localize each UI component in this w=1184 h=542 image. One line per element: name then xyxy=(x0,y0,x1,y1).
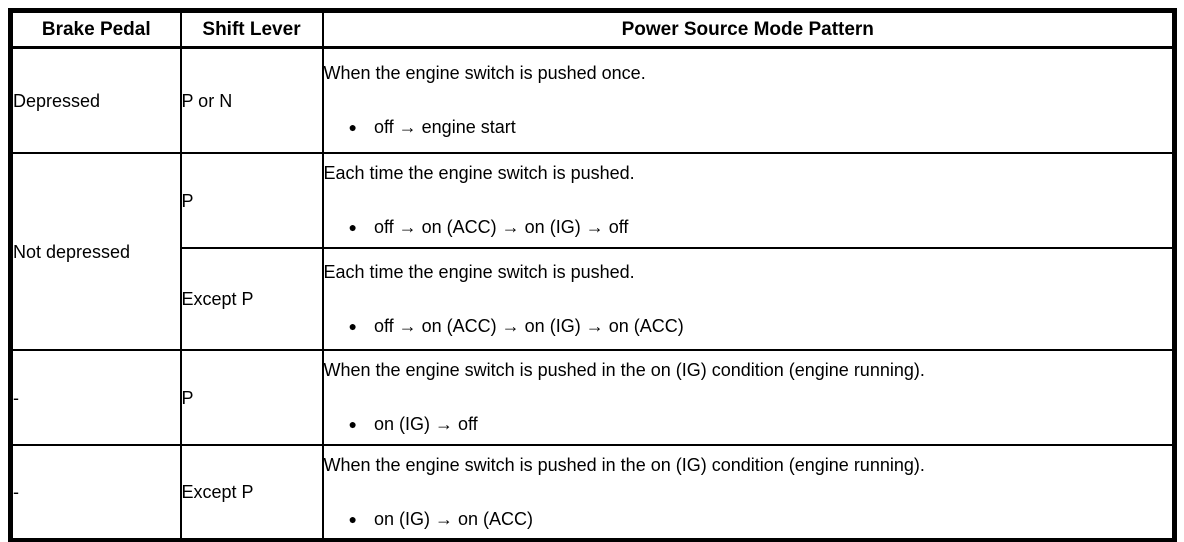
shift-lever-cell: P or N xyxy=(179,46,324,154)
pattern-sequence-line: ● on (IG) → on (ACC) xyxy=(325,508,1173,531)
table-row: - P When the engine switch is pushed in … xyxy=(9,349,1176,446)
bullet-icon: ● xyxy=(348,119,357,135)
pattern-description: When the engine switch is pushed in the … xyxy=(323,454,925,475)
pattern-cell: When the engine switch is pushed in the … xyxy=(321,349,1176,446)
pattern-description: When the engine switch is pushed in the … xyxy=(323,360,925,380)
pattern-sequence-line: ● off → engine start xyxy=(325,116,1173,139)
table-row: Not depressed P Each time the engine swi… xyxy=(9,152,1176,351)
header-shift-lever: Shift Lever xyxy=(179,9,324,49)
pattern-sequence: off → on (ACC) → on (IG) → off xyxy=(373,217,629,237)
pattern-sequence: on (IG) → on (ACC) xyxy=(373,508,533,529)
pattern-description: Each time the engine switch is pushed. xyxy=(323,163,635,183)
pattern-description: When the engine switch is pushed once. xyxy=(323,63,646,83)
bullet-icon: ● xyxy=(348,416,357,432)
shift-lever-cell: P xyxy=(179,152,324,249)
brake-pedal-cell: - xyxy=(9,444,182,542)
pattern-cell: When the engine switch is pushed once. ●… xyxy=(321,46,1176,154)
pattern-cell: Each time the engine switch is pushed. ●… xyxy=(321,152,1176,249)
pattern-sequence: on (IG) → off xyxy=(373,414,478,434)
power-source-mode-table: Brake Pedal Shift Lever Power Source Mod… xyxy=(8,8,1177,542)
brake-pedal-cell: Not depressed xyxy=(9,152,182,351)
table-row: - Except P When the engine switch is pus… xyxy=(9,444,1176,542)
brake-pedal-cell: - xyxy=(9,349,182,446)
pattern-cell: When the engine switch is pushed in the … xyxy=(321,444,1176,542)
brake-pedal-cell: Depressed xyxy=(9,46,182,154)
pattern-description: Each time the engine switch is pushed. xyxy=(323,261,635,282)
shift-lever-cell: Except P xyxy=(179,444,324,542)
pattern-sequence-line: ● off → on (ACC) → on (IG) → off xyxy=(325,216,1173,239)
header-pattern: Power Source Mode Pattern xyxy=(321,9,1176,49)
shift-lever-cell: P xyxy=(179,349,324,446)
table-row: Depressed P or N When the engine switch … xyxy=(9,46,1176,154)
bullet-icon: ● xyxy=(348,219,357,235)
table-row: Except P Each time the engine switch is … xyxy=(11,247,1176,351)
bullet-icon: ● xyxy=(348,317,357,334)
pattern-sequence-line: ● off → on (ACC) → on (IG) → on (ACC) xyxy=(325,315,1173,338)
pattern-sequence: off → on (ACC) → on (IG) → on (ACC) xyxy=(373,315,684,336)
header-row: Brake Pedal Shift Lever Power Source Mod… xyxy=(9,9,1176,49)
header-brake-pedal: Brake Pedal xyxy=(9,9,182,49)
bullet-icon: ● xyxy=(348,510,357,527)
pattern-cell: Each time the engine switch is pushed. ●… xyxy=(321,247,1176,351)
shift-lever-cell: Except P xyxy=(179,247,324,351)
pattern-sequence: off → engine start xyxy=(373,117,516,137)
pattern-sequence-line: ● on (IG) → off xyxy=(325,413,1173,436)
